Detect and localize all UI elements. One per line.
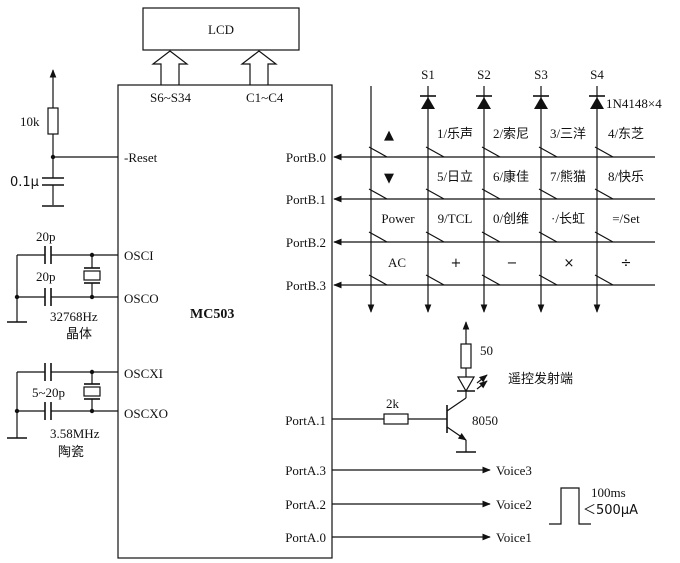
com-bus-arrow — [240, 50, 278, 85]
diode-label-s4: S4 — [590, 67, 604, 82]
key-4: 4/东芝 — [608, 126, 644, 141]
pin-porta-3: PortA.3 — [285, 463, 326, 478]
key-set: =/Set — [612, 211, 640, 226]
led-resistor-label: 50 — [480, 343, 493, 358]
voice3-label: Voice3 — [496, 463, 532, 478]
ir-led-label: 遥控发射端 — [508, 371, 573, 387]
key-9: 9/TCL — [438, 211, 473, 226]
key-8: 8/快乐 — [608, 169, 644, 184]
pin-porta-2: PortA.2 — [285, 497, 326, 512]
key-7: 7/熊猫 — [550, 169, 586, 184]
pin-reset: -Reset — [124, 150, 158, 165]
ir-output-stage: 2k 50 8050 遥控发射端 — [332, 321, 573, 453]
pin-portb-1: PortB.1 — [286, 192, 326, 207]
osc1-cap-top-label: 20p — [36, 229, 56, 244]
pulse-waveform-icon — [549, 487, 591, 525]
key-power: Power — [381, 211, 415, 226]
pin-oscxi: OSCXI — [124, 366, 163, 381]
pin-portb-2: PortB.2 — [286, 235, 326, 250]
voice1-label: Voice1 — [496, 530, 532, 545]
pulse-current-label: ＜500μA — [583, 503, 638, 518]
pin-osci: OSCI — [124, 248, 154, 263]
lcd-module: LCD — [142, 7, 300, 51]
com-bus-label: C1~C4 — [246, 90, 284, 105]
key-6: 6/康佳 — [493, 169, 529, 184]
osc2-circuit: 5~20p 3.58MHz 陶瓷 — [7, 363, 118, 460]
key-0: 0/创维 — [493, 211, 529, 226]
keypad-matrix: S1 S2 S3 S4 1N4148×4 — [333, 67, 662, 313]
key-multiply: × — [564, 256, 575, 271]
pulse-width-label: 100ms — [591, 485, 626, 500]
osc1-freq-label: 32768Hz — [50, 309, 98, 324]
diode-label-s1: S1 — [421, 67, 435, 82]
key-down: ▼ — [384, 171, 394, 186]
key-minus: − — [507, 256, 518, 271]
seg-bus-label: S6~S34 — [150, 90, 191, 105]
osc1-circuit: 20p 20p 32768Hz 晶体 — [7, 229, 118, 342]
osc1-type-label: 晶体 — [66, 327, 92, 342]
transistor-label: 8050 — [472, 413, 498, 428]
base-resistor-label: 2k — [386, 396, 400, 411]
ir-led-icon — [456, 376, 476, 393]
mc503-chip: S6~S34 C1~C4 MC503 -Reset OSCI OSCO OSCX… — [117, 84, 333, 559]
key-2: 2/索尼 — [493, 126, 529, 141]
diode-label-s2: S2 — [477, 67, 491, 82]
pin-portb-3: PortB.3 — [286, 278, 326, 293]
key-plus: + — [451, 256, 462, 271]
key-3: 3/三洋 — [550, 126, 586, 141]
osc2-cap-label: 5~20p — [32, 385, 65, 400]
key-divide: ÷ — [621, 256, 632, 271]
osc2-freq-label: 3.58MHz — [50, 426, 100, 441]
pin-oscxo: OSCXO — [124, 406, 168, 421]
key-switch-marks — [368, 146, 614, 286]
key-up: ▲ — [384, 128, 394, 143]
led-resistor — [460, 343, 472, 369]
key-dot: ·/长虹 — [551, 211, 585, 226]
reset-circuit: 10k 0.1μ — [10, 69, 118, 207]
diode-part-label: 1N4148×4 — [606, 96, 662, 111]
key-1: 1/乐声 — [437, 126, 473, 141]
voice-outputs: Voice3 Voice2 Voice1 100ms ＜500μA — [332, 463, 638, 545]
osc1-cap-bottom-label: 20p — [36, 269, 56, 284]
seg-bus-arrow — [151, 50, 189, 85]
lcd-label: LCD — [208, 22, 234, 37]
pin-portb-0: PortB.0 — [286, 150, 326, 165]
reset-capacitor-label: 0.1μ — [10, 175, 39, 190]
diode-label-s3: S3 — [534, 67, 548, 82]
osc2-type-label: 陶瓷 — [58, 444, 84, 460]
pin-osco: OSCO — [124, 291, 159, 306]
reset-resistor — [47, 107, 59, 135]
crystal-icon — [83, 270, 101, 281]
voice2-label: Voice2 — [496, 497, 532, 512]
reset-resistor-label: 10k — [20, 114, 40, 129]
pin-porta-1: PortA.1 — [285, 413, 326, 428]
chip-name: MC503 — [190, 307, 234, 322]
ceramic-resonator-icon — [83, 386, 101, 397]
base-resistor — [383, 413, 409, 425]
key-5: 5/日立 — [437, 169, 473, 184]
key-ac: AC — [388, 255, 406, 270]
pin-porta-0: PortA.0 — [285, 530, 326, 545]
